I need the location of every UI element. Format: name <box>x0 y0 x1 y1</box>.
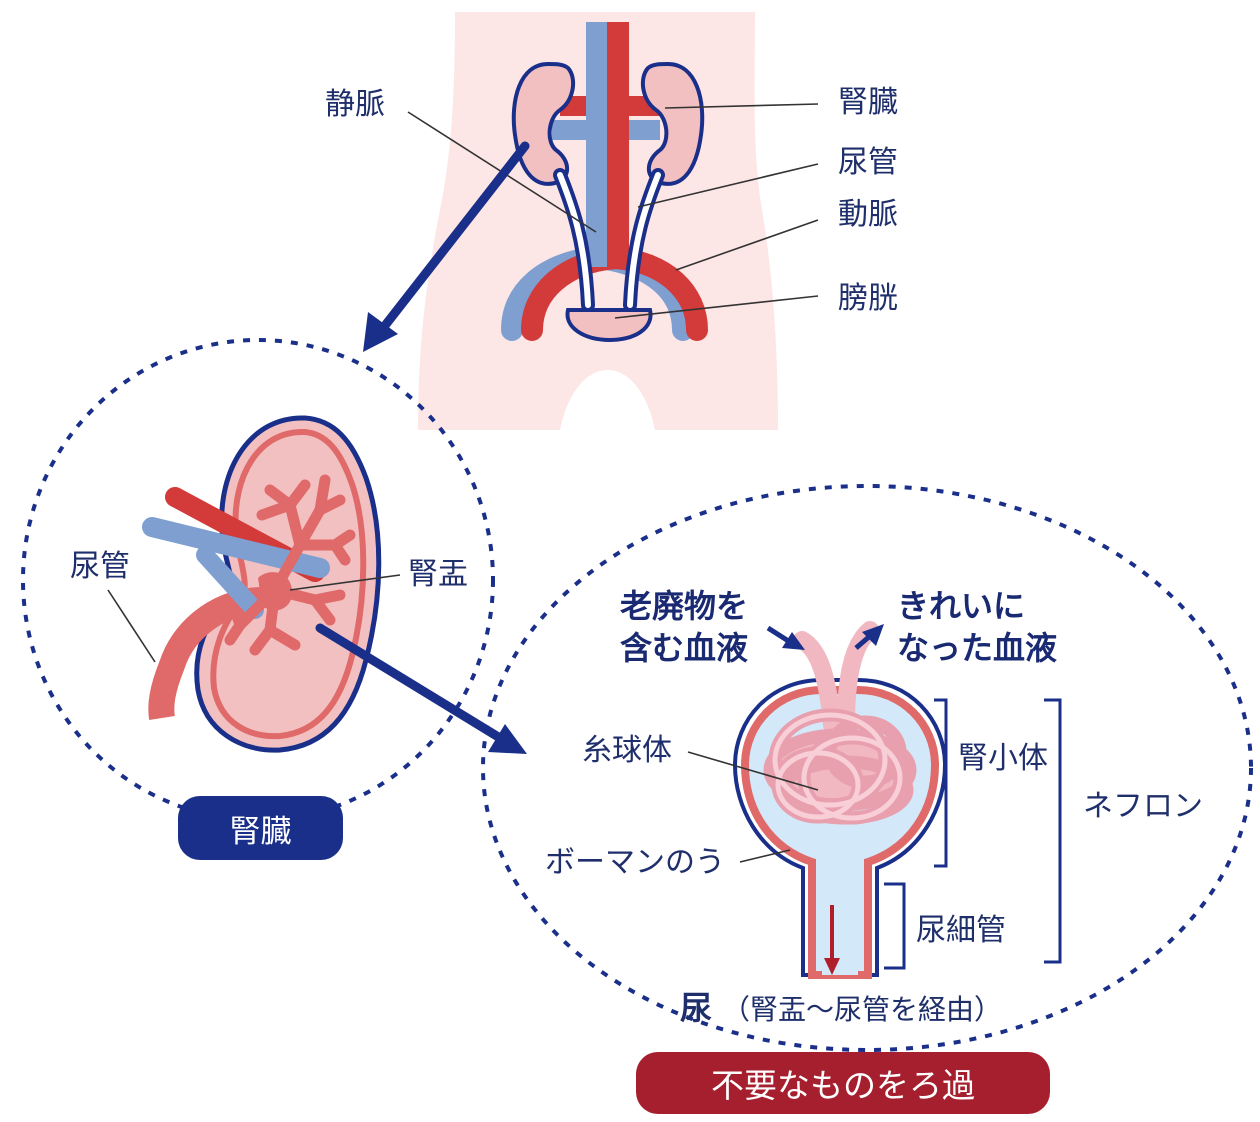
label-ureter: 尿管 <box>838 145 898 180</box>
leader-bowman <box>739 849 791 863</box>
leader-glomerulus <box>687 751 819 791</box>
bracket-renal-corpuscle <box>934 698 948 868</box>
label-urine-note: （腎盂～尿管を経由） <box>722 993 1003 1026</box>
right-ureter-inner <box>627 172 661 308</box>
kidney-badge: 腎臓 <box>229 813 292 850</box>
label-blood-in-2: 含む血液 <box>620 629 749 667</box>
leader-bladder <box>614 295 819 319</box>
zoom-arrowhead-kidney <box>363 312 398 352</box>
label-kidney-ureter: 尿管 <box>70 549 130 584</box>
leader-renal-pelvis <box>289 574 401 591</box>
ureter-tube <box>148 587 263 720</box>
label-glomerulus: 糸球体 <box>582 733 672 768</box>
leader-artery <box>675 219 819 271</box>
leader-kidney-ureter <box>107 589 156 663</box>
torso-illustration <box>407 12 819 430</box>
right-kidney-shape <box>640 61 705 186</box>
aorta <box>607 22 629 267</box>
glomerulus-highlight <box>772 712 903 821</box>
blood-out-arrowhead <box>862 624 884 646</box>
bladder-shape <box>565 308 653 343</box>
filtration-badge: 不要なものをろ過 <box>711 1066 975 1105</box>
nephron-illustration <box>687 621 1062 979</box>
label-bladder: 膀胱 <box>838 281 898 316</box>
blood-in-arrowhead <box>782 632 805 650</box>
renal-pelvis-core <box>258 572 293 611</box>
label-blood-in-1: 老廃物を <box>620 587 749 625</box>
label-vein: 静脈 <box>325 87 385 122</box>
label-urine: 尿 <box>680 989 713 1027</box>
blood-in-arrow <box>766 625 792 645</box>
urine-flow-arrowhead <box>824 958 840 975</box>
blood-out-arrow <box>854 634 872 650</box>
kidney-badge-bg <box>178 796 343 860</box>
leader-kidney <box>664 103 819 109</box>
label-renal-pelvis: 腎盂 <box>408 557 468 592</box>
left-kidney-shape <box>511 61 576 186</box>
zoom-arrow-nephron <box>315 623 505 743</box>
filtration-badge-bg <box>636 1052 1050 1114</box>
bracket-renal-tubule <box>884 882 906 970</box>
label-nephron: ネフロン <box>1083 789 1203 824</box>
vena-cava <box>586 22 608 267</box>
leader-ureter <box>637 163 819 208</box>
label-kidney: 腎臓 <box>838 85 898 120</box>
label-renal-tubule: 尿細管 <box>916 913 1006 948</box>
label-blood-out-2: なった血液 <box>897 629 1058 667</box>
label-blood-out-1: きれいに <box>897 587 1026 625</box>
nephron-detail-circle <box>481 484 1253 1052</box>
label-bowman-capsule: ボーマンのう <box>545 845 725 880</box>
zoom-arrow-kidney <box>375 141 530 337</box>
kidney-cross-section <box>107 415 401 753</box>
urine-caption: 尿 （腎盂～尿管を経由） <box>680 992 1002 1024</box>
label-renal-corpuscle: 腎小体 <box>958 741 1048 776</box>
renal-vein-branch-2 <box>196 546 264 619</box>
label-artery: 動脈 <box>838 197 898 232</box>
left-ureter-inner <box>557 172 591 308</box>
zoom-arrowhead-nephron <box>488 724 527 754</box>
bracket-nephron <box>1044 698 1062 964</box>
